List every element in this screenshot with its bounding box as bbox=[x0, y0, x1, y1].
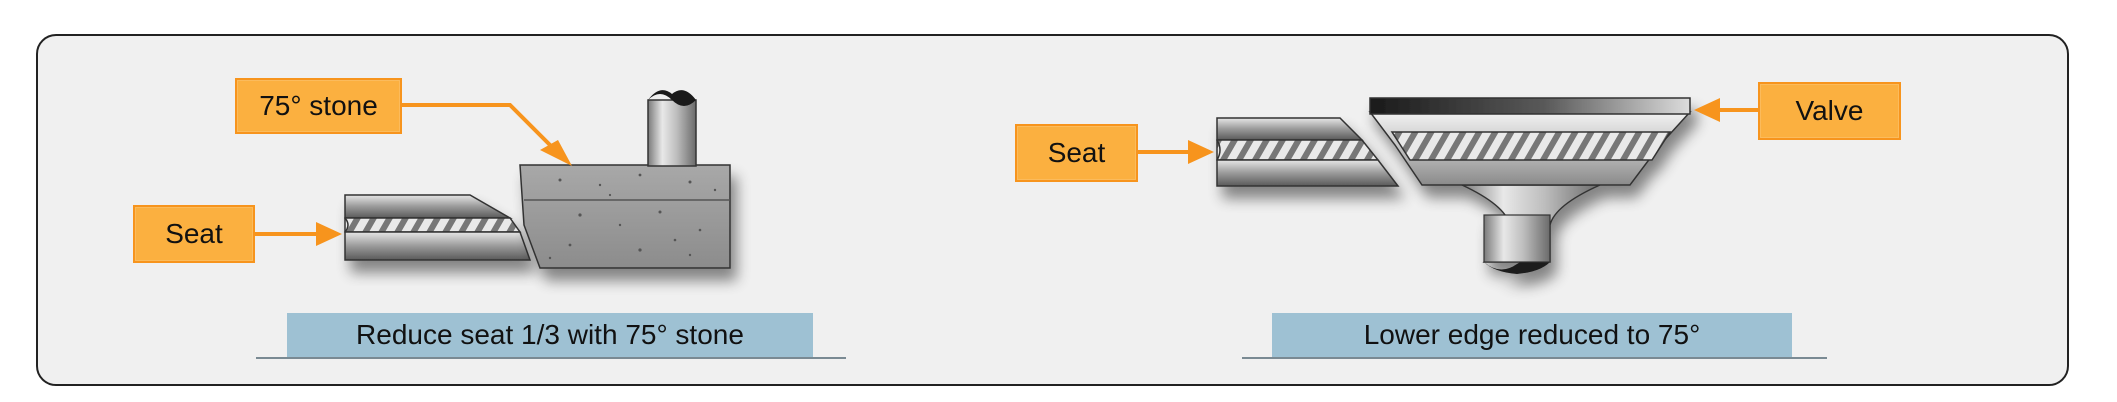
arrow-stone bbox=[402, 103, 572, 166]
arrow-valve bbox=[1694, 98, 1758, 122]
stone-callout: 75° stone bbox=[235, 78, 402, 134]
stone-callout-label: 75° stone bbox=[259, 90, 378, 121]
right-seat-callout: Seat bbox=[1015, 124, 1138, 182]
right-caption: Lower edge reduced to 75° bbox=[1272, 313, 1792, 357]
right-seat-callout-label: Seat bbox=[1047, 137, 1106, 168]
stone-shape bbox=[519, 164, 731, 269]
arrow-left-seat bbox=[255, 222, 342, 246]
valve-shape bbox=[1368, 97, 1692, 274]
left-seat-callout: Seat bbox=[133, 205, 255, 263]
left-caption-rule bbox=[256, 357, 846, 359]
valve-callout: Valve bbox=[1758, 82, 1901, 140]
valve-callout-label: Valve bbox=[1795, 95, 1864, 126]
arrow-right-seat bbox=[1138, 140, 1214, 164]
left-seat-callout-label: Seat bbox=[165, 218, 223, 249]
right-caption-text: Lower edge reduced to 75° bbox=[1363, 319, 1701, 350]
right-caption-rule bbox=[1242, 357, 1827, 359]
right-seat-shape bbox=[1216, 117, 1400, 187]
left-caption-text: Reduce seat 1/3 with 75° stone bbox=[356, 319, 744, 350]
stone-stem-shape bbox=[647, 90, 697, 167]
left-caption: Reduce seat 1/3 with 75° stone bbox=[287, 313, 813, 357]
left-seat-shape bbox=[344, 194, 532, 261]
